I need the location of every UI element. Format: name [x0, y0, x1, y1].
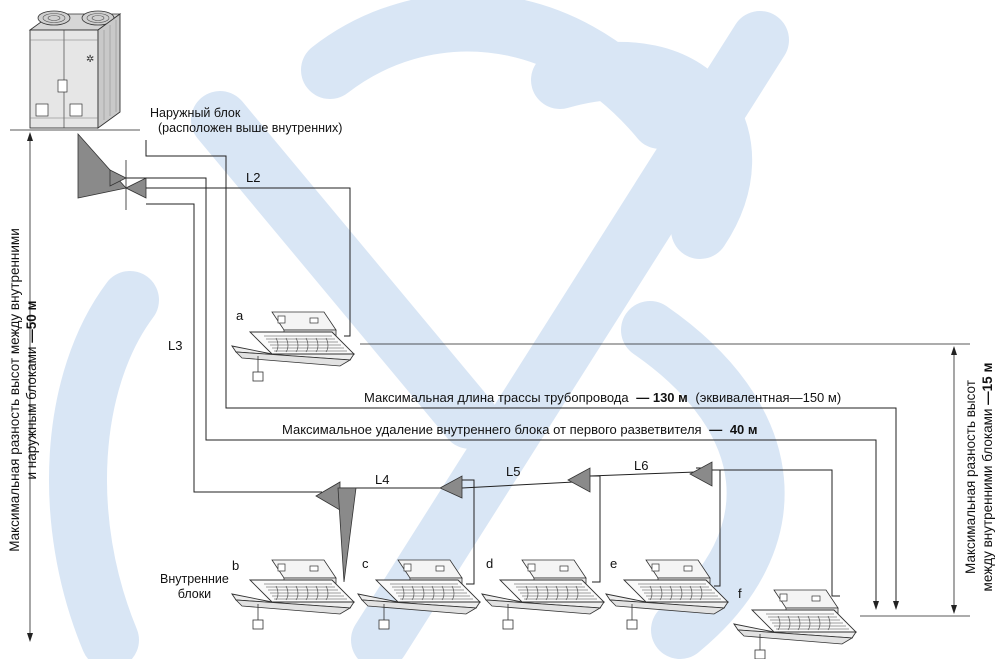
branch-joints	[315, 461, 713, 583]
max-pipe-length-value: 130 м	[653, 390, 688, 405]
right-height-value: 15 м	[980, 362, 995, 392]
watermark	[49, 0, 789, 659]
indoor-units-label: Внутренние блоки	[160, 572, 229, 602]
outdoor-unit-label: Наружный блок (расположен выше внутренни…	[150, 106, 342, 136]
max-pipe-length-caption: Максимальная длина трассы трубопровода —…	[364, 390, 841, 405]
unit-letter-a: a	[236, 308, 244, 323]
max-branch-distance-text: Максимальное удаление внутреннего блока …	[282, 422, 702, 437]
indoor-unit-d	[481, 559, 605, 630]
indoor-label-line2: блоки	[177, 587, 212, 601]
branch-drop-1	[337, 487, 357, 583]
max-pipe-length-dash: —	[636, 390, 649, 405]
branch-joint-2	[439, 475, 463, 499]
right-height-line1: Максимальная разность высот	[963, 380, 978, 574]
max-branch-distance-dash: —	[709, 422, 722, 437]
right-height-dash: —	[980, 391, 995, 405]
pipe-network	[126, 140, 897, 608]
unit-letter-d: d	[486, 556, 493, 571]
unit-letter-e: e	[610, 556, 617, 571]
pipe-label-l4: L4	[375, 472, 389, 487]
pipe-label-l2: L2	[246, 170, 260, 185]
indoor-level-lines	[360, 343, 970, 617]
left-height-value: 50 м	[24, 300, 39, 330]
branch-joint-1	[315, 481, 341, 511]
left-height-caption: Максимальная разность высот между внутре…	[6, 140, 40, 640]
branch-joint-3	[567, 467, 591, 493]
branch-joint-4	[689, 461, 713, 487]
unit-letter-f: f	[738, 586, 742, 601]
unit-letter-c: c	[362, 556, 369, 571]
pipe-label-l5: L5	[506, 464, 520, 479]
svg-text:✲: ✲	[86, 54, 94, 65]
right-height-line2-wrap: между внутренними блоками —15 м	[979, 342, 996, 612]
right-height-caption: Максимальная разность высот между внутре…	[962, 342, 996, 612]
outdoor-unit: ✲	[28, 10, 122, 129]
first-branch-joint	[77, 132, 147, 210]
pipe-label-l6: L6	[634, 458, 648, 473]
max-pipe-length-extra: (эквивалентная—150 м)	[695, 390, 841, 405]
outdoor-label-line1: Наружный блок	[150, 106, 241, 120]
left-height-dash: —	[24, 329, 39, 343]
left-height-line1: Максимальная разность высот между внутре…	[7, 228, 22, 552]
right-height-line2: между внутренними блоками	[980, 408, 995, 592]
indoor-unit-a	[231, 311, 355, 382]
outdoor-label-line2: (расположен выше внутренних)	[158, 121, 343, 135]
max-pipe-length-text: Максимальная длина трассы трубопровода	[364, 390, 629, 405]
unit-letter-b: b	[232, 558, 239, 573]
indoor-label-line1: Внутренние	[160, 572, 229, 586]
left-height-dimension	[27, 132, 33, 642]
indoor-unit-b	[231, 559, 355, 630]
indoor-unit-f	[733, 589, 857, 659]
left-height-line2: и наружным блоками	[24, 346, 39, 480]
left-height-line2-wrap: и наружным блоками —50 м	[23, 140, 40, 640]
pipe-label-l3: L3	[168, 338, 182, 353]
max-branch-distance-caption: Максимальное удаление внутреннего блока …	[282, 422, 758, 437]
max-branch-distance-value: 40 м	[730, 422, 758, 437]
